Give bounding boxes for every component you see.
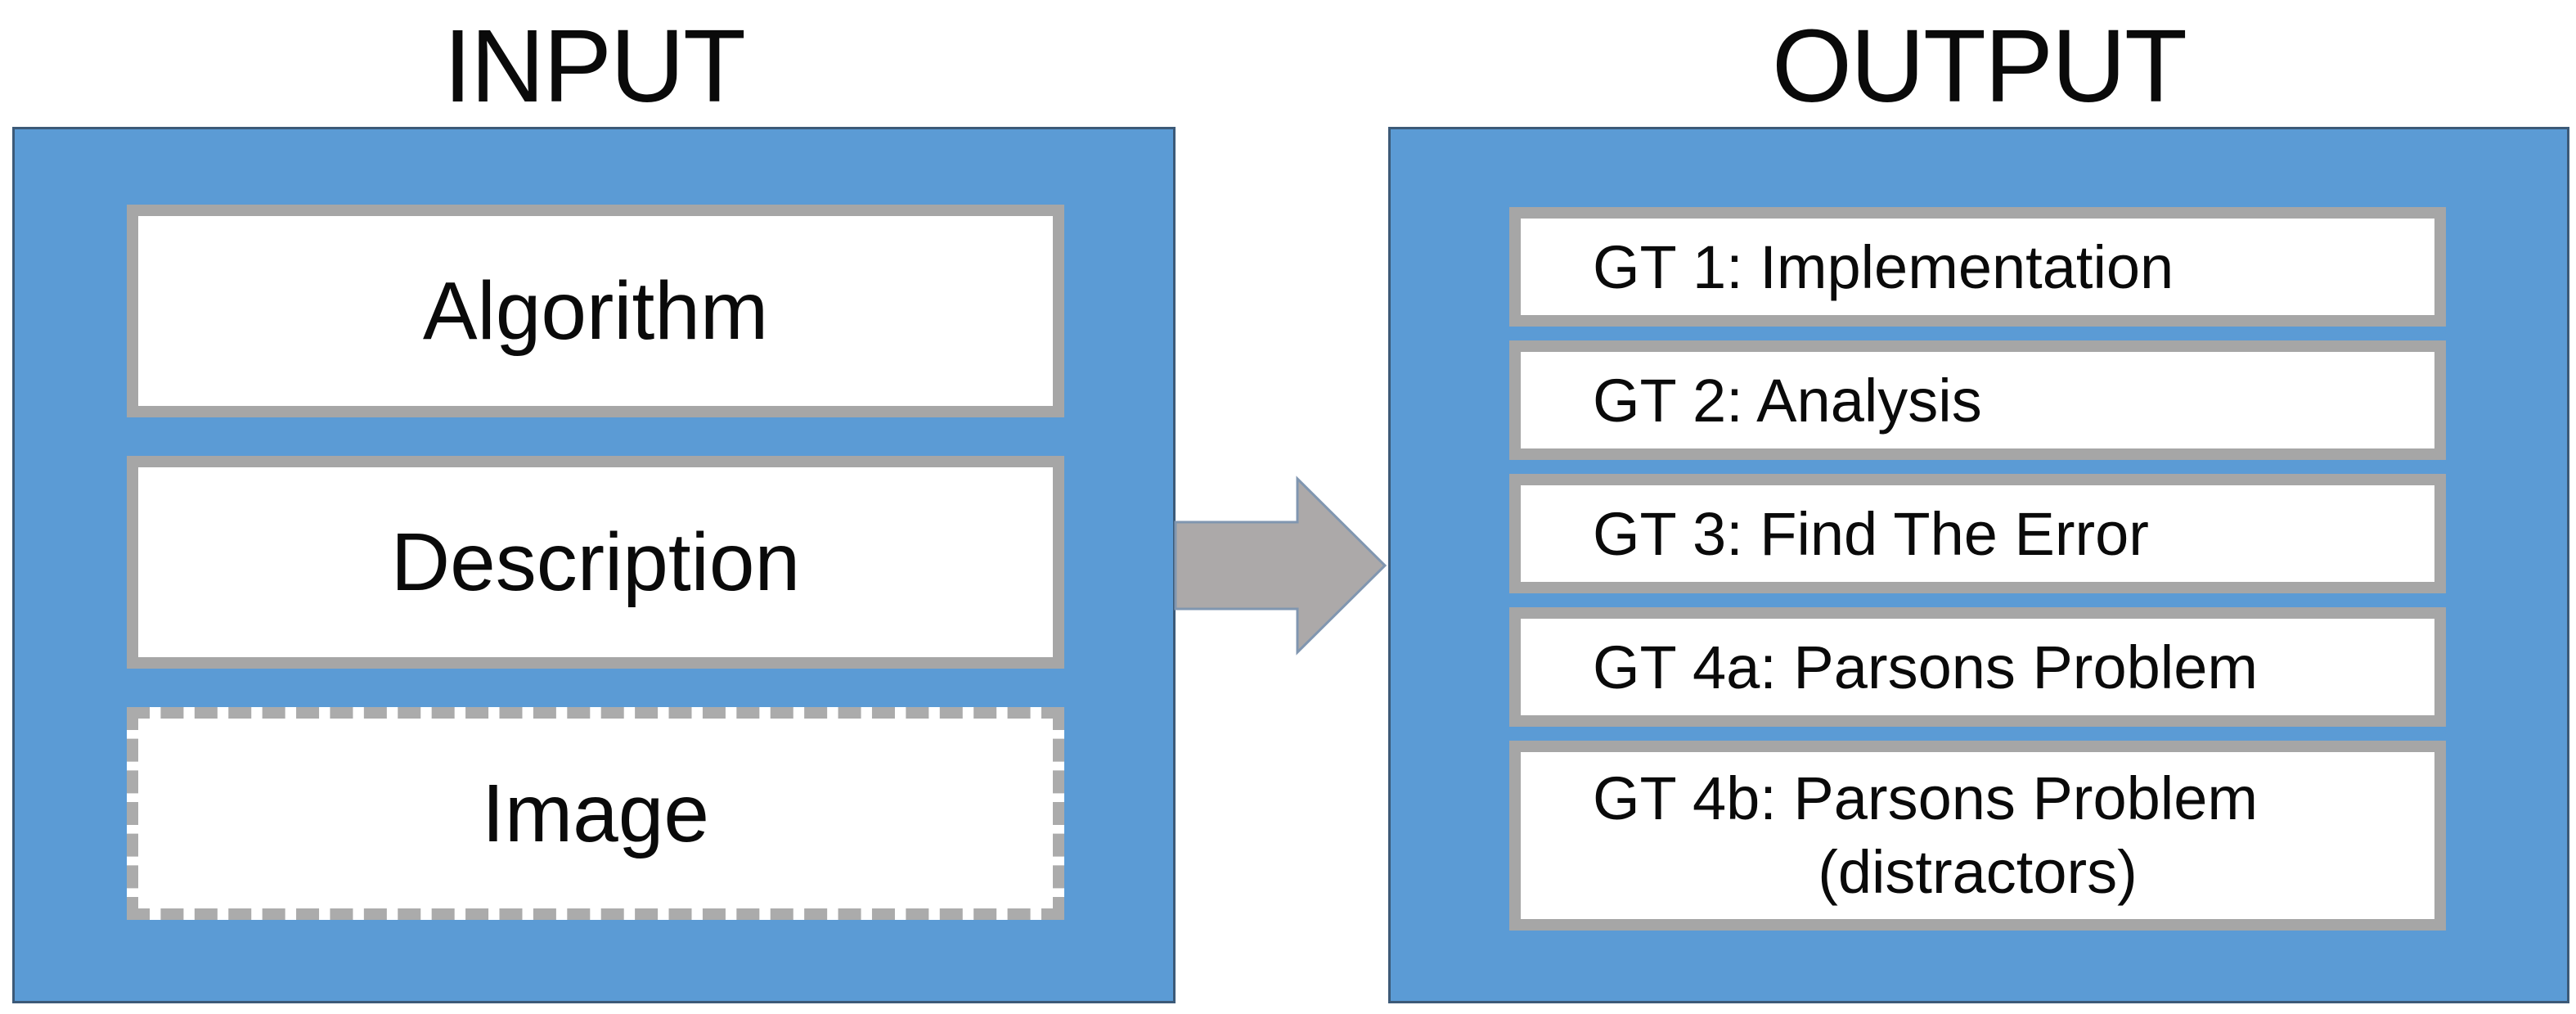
- output-title: OUTPUT: [1772, 8, 2187, 124]
- input-box-algorithm-label: Algorithm: [422, 264, 769, 357]
- output-box-gt4a-label: GT 4a: Parsons Problem: [1593, 633, 2258, 701]
- input-box-image: Image: [127, 707, 1064, 920]
- output-box-gt4a-parsons-problem: GT 4a: Parsons Problem: [1509, 607, 2446, 727]
- output-box-gt4b-label-line1: GT 4b: Parsons Problem: [1593, 764, 2258, 832]
- input-title: INPUT: [443, 8, 746, 124]
- output-box-gt3-label: GT 3: Find The Error: [1593, 499, 2149, 568]
- output-box-gt4b-label-line2: (distractors): [1818, 838, 2138, 906]
- output-box-gt2-label: GT 2: Analysis: [1593, 366, 1982, 435]
- output-box-gt3-find-the-error: GT 3: Find The Error: [1509, 474, 2446, 593]
- output-box-gt4b-parsons-problem-distractors: GT 4b: Parsons Problem (distractors): [1509, 741, 2446, 931]
- input-panel: Algorithm Description Image: [12, 127, 1176, 1003]
- right-arrow-icon: [1174, 475, 1387, 656]
- output-panel: GT 1: Implementation GT 2: Analysis GT 3…: [1388, 127, 2569, 1003]
- input-box-description-label: Description: [390, 516, 801, 608]
- output-box-gt1-label: GT 1: Implementation: [1593, 232, 2174, 301]
- input-box-image-label: Image: [482, 767, 709, 859]
- input-box-description: Description: [127, 456, 1064, 669]
- output-box-gt1-implementation: GT 1: Implementation: [1509, 207, 2446, 327]
- input-box-algorithm: Algorithm: [127, 205, 1064, 417]
- output-box-gt2-analysis: GT 2: Analysis: [1509, 340, 2446, 460]
